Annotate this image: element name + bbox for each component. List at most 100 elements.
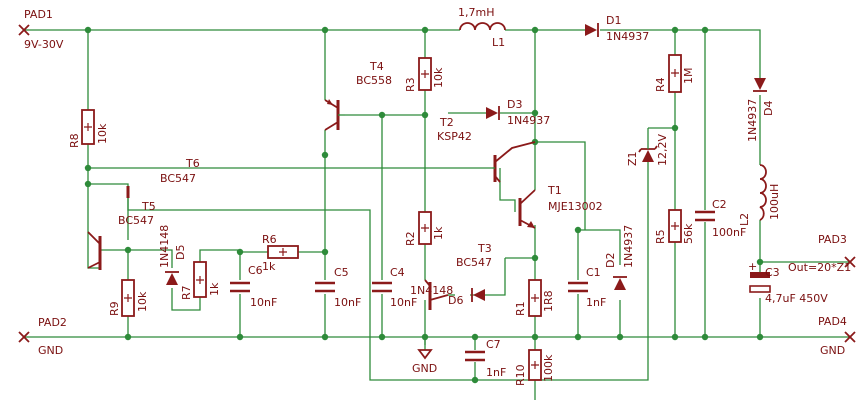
d3-name: D3 [507,98,522,111]
inductor-l2: L2 100uH [738,164,781,226]
t6-value: BC547 [160,172,196,185]
t5-value: BC547 [118,214,154,227]
transistor-t2: T2 KSP42 [437,116,536,183]
pad1-name: PAD1 [24,8,53,21]
c2-name: C2 [712,198,727,211]
resistor-r9: R9 10k [108,279,149,317]
transistor-t4: T4 BC558 [324,60,392,131]
r3-value: 10k [432,67,445,88]
resistor-r10: R10 100k [514,349,555,386]
r9-value: 10k [136,291,149,312]
c1-name: C1 [586,266,601,279]
z1-value: 12,2V [656,134,669,166]
d6-name: D6 [448,294,463,307]
t4-value: BC558 [356,74,392,87]
pad4-value: GND [820,344,845,357]
r3-name: R3 [404,77,417,92]
r8-name: R8 [68,133,81,148]
r10-value: 100k [542,354,555,382]
d4-name: D4 [762,101,775,116]
c4-value: 10nF [390,296,417,309]
junctions [84,26,764,384]
d4-value: 1N4937 [746,99,759,142]
c3-name: C3 [765,266,780,279]
c5-value: 10nF [334,296,361,309]
transistor-t5: T5 BC547 [87,200,156,270]
pad2[interactable]: PAD2 GND [18,316,67,357]
capacitor-c1: C1 1nF [568,266,606,309]
r8-value: 10k [96,123,109,144]
diode-d1: D1 1N4937 [585,14,649,43]
ground-symbol: GND [412,349,437,375]
resistor-r8: R8 10k [68,109,109,148]
l1-name: L1 [492,36,505,49]
capacitor-c7: C7 1nF [465,338,506,379]
r2-value: 1k [432,226,445,240]
pad1-value: 9V-30V [24,38,64,51]
d2-name: D2 [604,253,617,268]
pad3-name: PAD3 [818,233,847,246]
d3-value: 1N4937 [507,114,550,127]
r5-value: 56k [682,223,695,244]
l2-value: 100uH [768,184,781,220]
r6-name: R6 [262,233,277,246]
transistor-t6: T6 BC547 [126,157,200,198]
t3-value: BC547 [456,256,492,269]
t6-name: T6 [185,157,200,170]
r5-name: R5 [654,229,667,244]
c7-name: C7 [486,338,501,351]
c5-name: C5 [334,266,349,279]
l1-value: 1,7mH [458,6,494,19]
r1-value: 1R8 [542,290,555,312]
pad2-name: PAD2 [38,316,67,329]
r9-name: R9 [108,301,121,316]
d5-value: 1N4148 [158,225,171,268]
diode-d2: D2 1N4937 [604,225,635,290]
t2-value: KSP42 [437,130,472,143]
resistor-r7: R7 1k [180,261,221,300]
zener-z1: Z1 12,2V [626,128,669,166]
c3-value: 4,7uF 450V [765,292,828,305]
r2-name: R2 [404,231,417,246]
transistor-t3: T3 BC547 [424,242,492,310]
c2-value: 100nF [712,226,746,239]
c6-name: C6 [248,264,263,277]
pad3-value: Out=20*Z1 [788,261,851,274]
z1-name: Z1 [626,151,639,166]
t5-name: T5 [141,200,156,213]
transistor-t1: T1 MJE13002 [518,184,603,229]
d5-name: D5 [174,245,187,260]
r4-name: R4 [654,77,667,92]
resistor-r6: R6 1k [262,233,299,273]
r6-value: 1k [262,260,276,273]
capacitor-c2: C2 100nF [695,198,746,239]
pad1[interactable]: PAD1 9V-30V [18,8,64,51]
r1-name: R1 [514,301,527,316]
diode-d6: 1N4148 D6 [410,284,485,307]
c7-value: 1nF [486,366,506,379]
pad3[interactable]: PAD3 Out=20*Z1 [788,233,856,274]
d6-value: 1N4148 [410,284,453,297]
resistor-r3: R3 10k [404,57,445,92]
diode-d4: 1N4937 D4 [746,78,775,142]
pad4[interactable]: PAD4 GND [818,315,856,357]
r7-value: 1k [208,282,221,296]
diode-d5: 1N4148 D5 [158,225,187,285]
pad4-name: PAD4 [818,315,847,328]
c3-plus: + [748,260,757,273]
t4-name: T4 [369,60,384,73]
r7-name: R7 [180,285,193,300]
t2-name: T2 [439,116,454,129]
t1-value: MJE13002 [548,200,603,213]
c6-value: 10nF [250,296,277,309]
resistor-r1: R1 1R8 [514,279,555,317]
capacitor-c5: C5 10nF [315,266,361,309]
capacitor-c4: C4 10nF [372,266,417,309]
l2-name: L2 [738,213,751,226]
r10-name: R10 [514,364,527,386]
d1-name: D1 [606,14,621,27]
capacitor-c6: C6 10nF [230,264,277,309]
diode-d3: D3 1N4937 [486,98,550,127]
inductor-l1: 1,7mH L1 [458,6,506,49]
